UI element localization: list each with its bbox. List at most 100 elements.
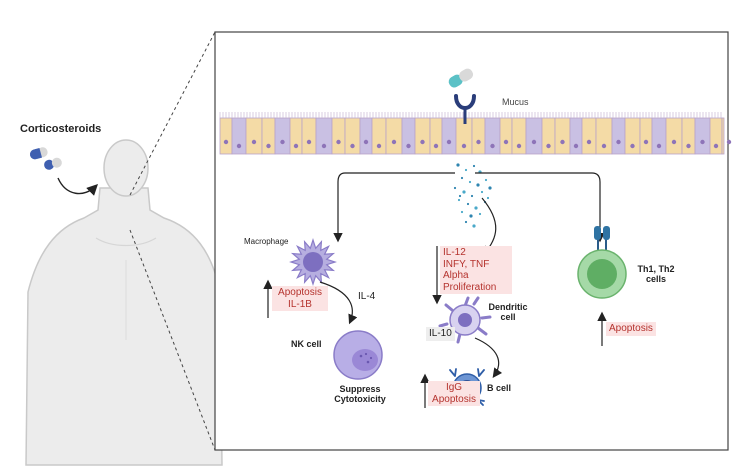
epithelial-cell [694, 117, 711, 155]
drug-particle [458, 194, 462, 198]
epithelial-cell [219, 117, 233, 155]
epithelial-cell [385, 117, 403, 155]
cell-nucleus [406, 143, 411, 149]
epithelial-cell [511, 117, 527, 155]
epithelial-cell [525, 117, 543, 155]
drug-particle [472, 224, 476, 228]
epithelial-cell [541, 117, 556, 155]
epithelial-cell [569, 117, 583, 155]
epithelial-cell [401, 117, 416, 155]
epithelial-cell [301, 117, 317, 155]
nk-effect-label: Suppress Cytotoxicity [334, 384, 386, 405]
drug-particle [486, 196, 490, 200]
drug-particle [464, 220, 468, 224]
drug-particle [469, 214, 473, 218]
epithelial-cell [484, 117, 501, 155]
cell-nucleus [251, 139, 257, 145]
drug-particle [478, 212, 482, 216]
dendritic-effects: IL-12 INFY, TNF Alpha Proliferation [440, 246, 512, 294]
cell-nucleus [726, 139, 732, 145]
epithelial-cell [681, 117, 696, 155]
epithelial-cell [231, 117, 247, 155]
epithelial-cell [315, 117, 333, 155]
cell-nucleus [350, 143, 355, 149]
cell-nucleus [306, 139, 312, 145]
epithelial-cell [595, 117, 613, 155]
epithelial-cell [611, 117, 626, 155]
b-cell-effect: Apoptosis [432, 393, 476, 405]
epithelial-cell [554, 117, 571, 155]
drug-particle [470, 194, 474, 198]
epithelial-cell [331, 117, 346, 155]
drug-particle [484, 178, 488, 182]
zoom-line-top [129, 31, 216, 196]
drug-particle [468, 180, 472, 184]
cell-nucleus [586, 139, 592, 145]
b-cell-effect: IgG [445, 382, 463, 393]
cilia [219, 112, 722, 118]
arrow-to-b-cell [474, 337, 503, 378]
drug-particle [462, 190, 466, 194]
cell-nucleus [560, 139, 565, 145]
dendritic-cell-label: Dendritic cell [488, 302, 528, 323]
epithelial-cell [371, 117, 387, 155]
epithelial-cell [471, 117, 486, 155]
human-figure-icon [25, 139, 223, 466]
cell-nucleus [433, 143, 439, 149]
cell-nucleus [546, 143, 551, 149]
drug-particle [460, 176, 464, 180]
cell-nucleus [503, 139, 509, 145]
drug-particle [476, 183, 480, 187]
epithelial-cell [245, 117, 263, 155]
cell-nucleus [336, 139, 341, 145]
epithelial-cell [651, 117, 667, 155]
epithelial-cell [581, 117, 597, 155]
drug-particle [472, 164, 476, 168]
epithelial-cell [709, 117, 723, 155]
epithelial-cell [289, 117, 303, 155]
il10-label: IL-10 [426, 327, 455, 341]
nk-cell-label: NK cell [291, 339, 322, 349]
dendritic-effect: IL-12 [443, 247, 466, 258]
capsule-icon [448, 68, 474, 88]
drug-particle [457, 198, 461, 202]
cell-nucleus [476, 139, 481, 145]
cell-nucleus [446, 139, 452, 145]
drug-label: Corticosteroids [20, 123, 102, 135]
drug-particles [453, 163, 492, 228]
dendritic-effect: Alpha [443, 270, 469, 281]
epithelial-cell [414, 117, 431, 155]
arrow-to-macrophage [333, 172, 455, 243]
b-cell-effects: IgG Apoptosis [428, 381, 480, 406]
cell-nucleus [573, 143, 579, 149]
t-cell [577, 226, 627, 299]
inhalation-arrow [57, 177, 98, 196]
drug-particle [474, 206, 478, 210]
macrophage-cell [289, 238, 337, 286]
cell-nucleus [391, 139, 397, 145]
cell-nucleus [643, 139, 649, 145]
mucus-label: Mucus [502, 97, 529, 107]
epithelial-cell [721, 117, 725, 155]
epithelial-cell [274, 117, 291, 155]
cell-nucleus [700, 139, 705, 145]
cell-nucleus [616, 139, 621, 145]
il4-label: IL-4 [358, 291, 376, 302]
drug-particle [456, 163, 460, 167]
epithelial-cell [261, 117, 276, 155]
t-cell-effect: Apoptosis [606, 322, 656, 336]
dendritic-effect: INFY, TNF [443, 258, 490, 270]
macrophage-effect: IL-1B [288, 298, 312, 310]
b-cell-label: B cell [487, 383, 512, 393]
cell-nucleus [376, 143, 382, 149]
cell-nucleus [601, 143, 607, 149]
epithelial-cell [359, 117, 373, 155]
cell-nucleus [630, 143, 635, 149]
airway-epithelium [219, 112, 732, 155]
cell-nucleus [363, 139, 369, 145]
epithelial-cell [441, 117, 457, 155]
drug-particle [453, 186, 457, 190]
cell-nucleus [713, 143, 719, 149]
epithelial-cell [344, 117, 361, 155]
